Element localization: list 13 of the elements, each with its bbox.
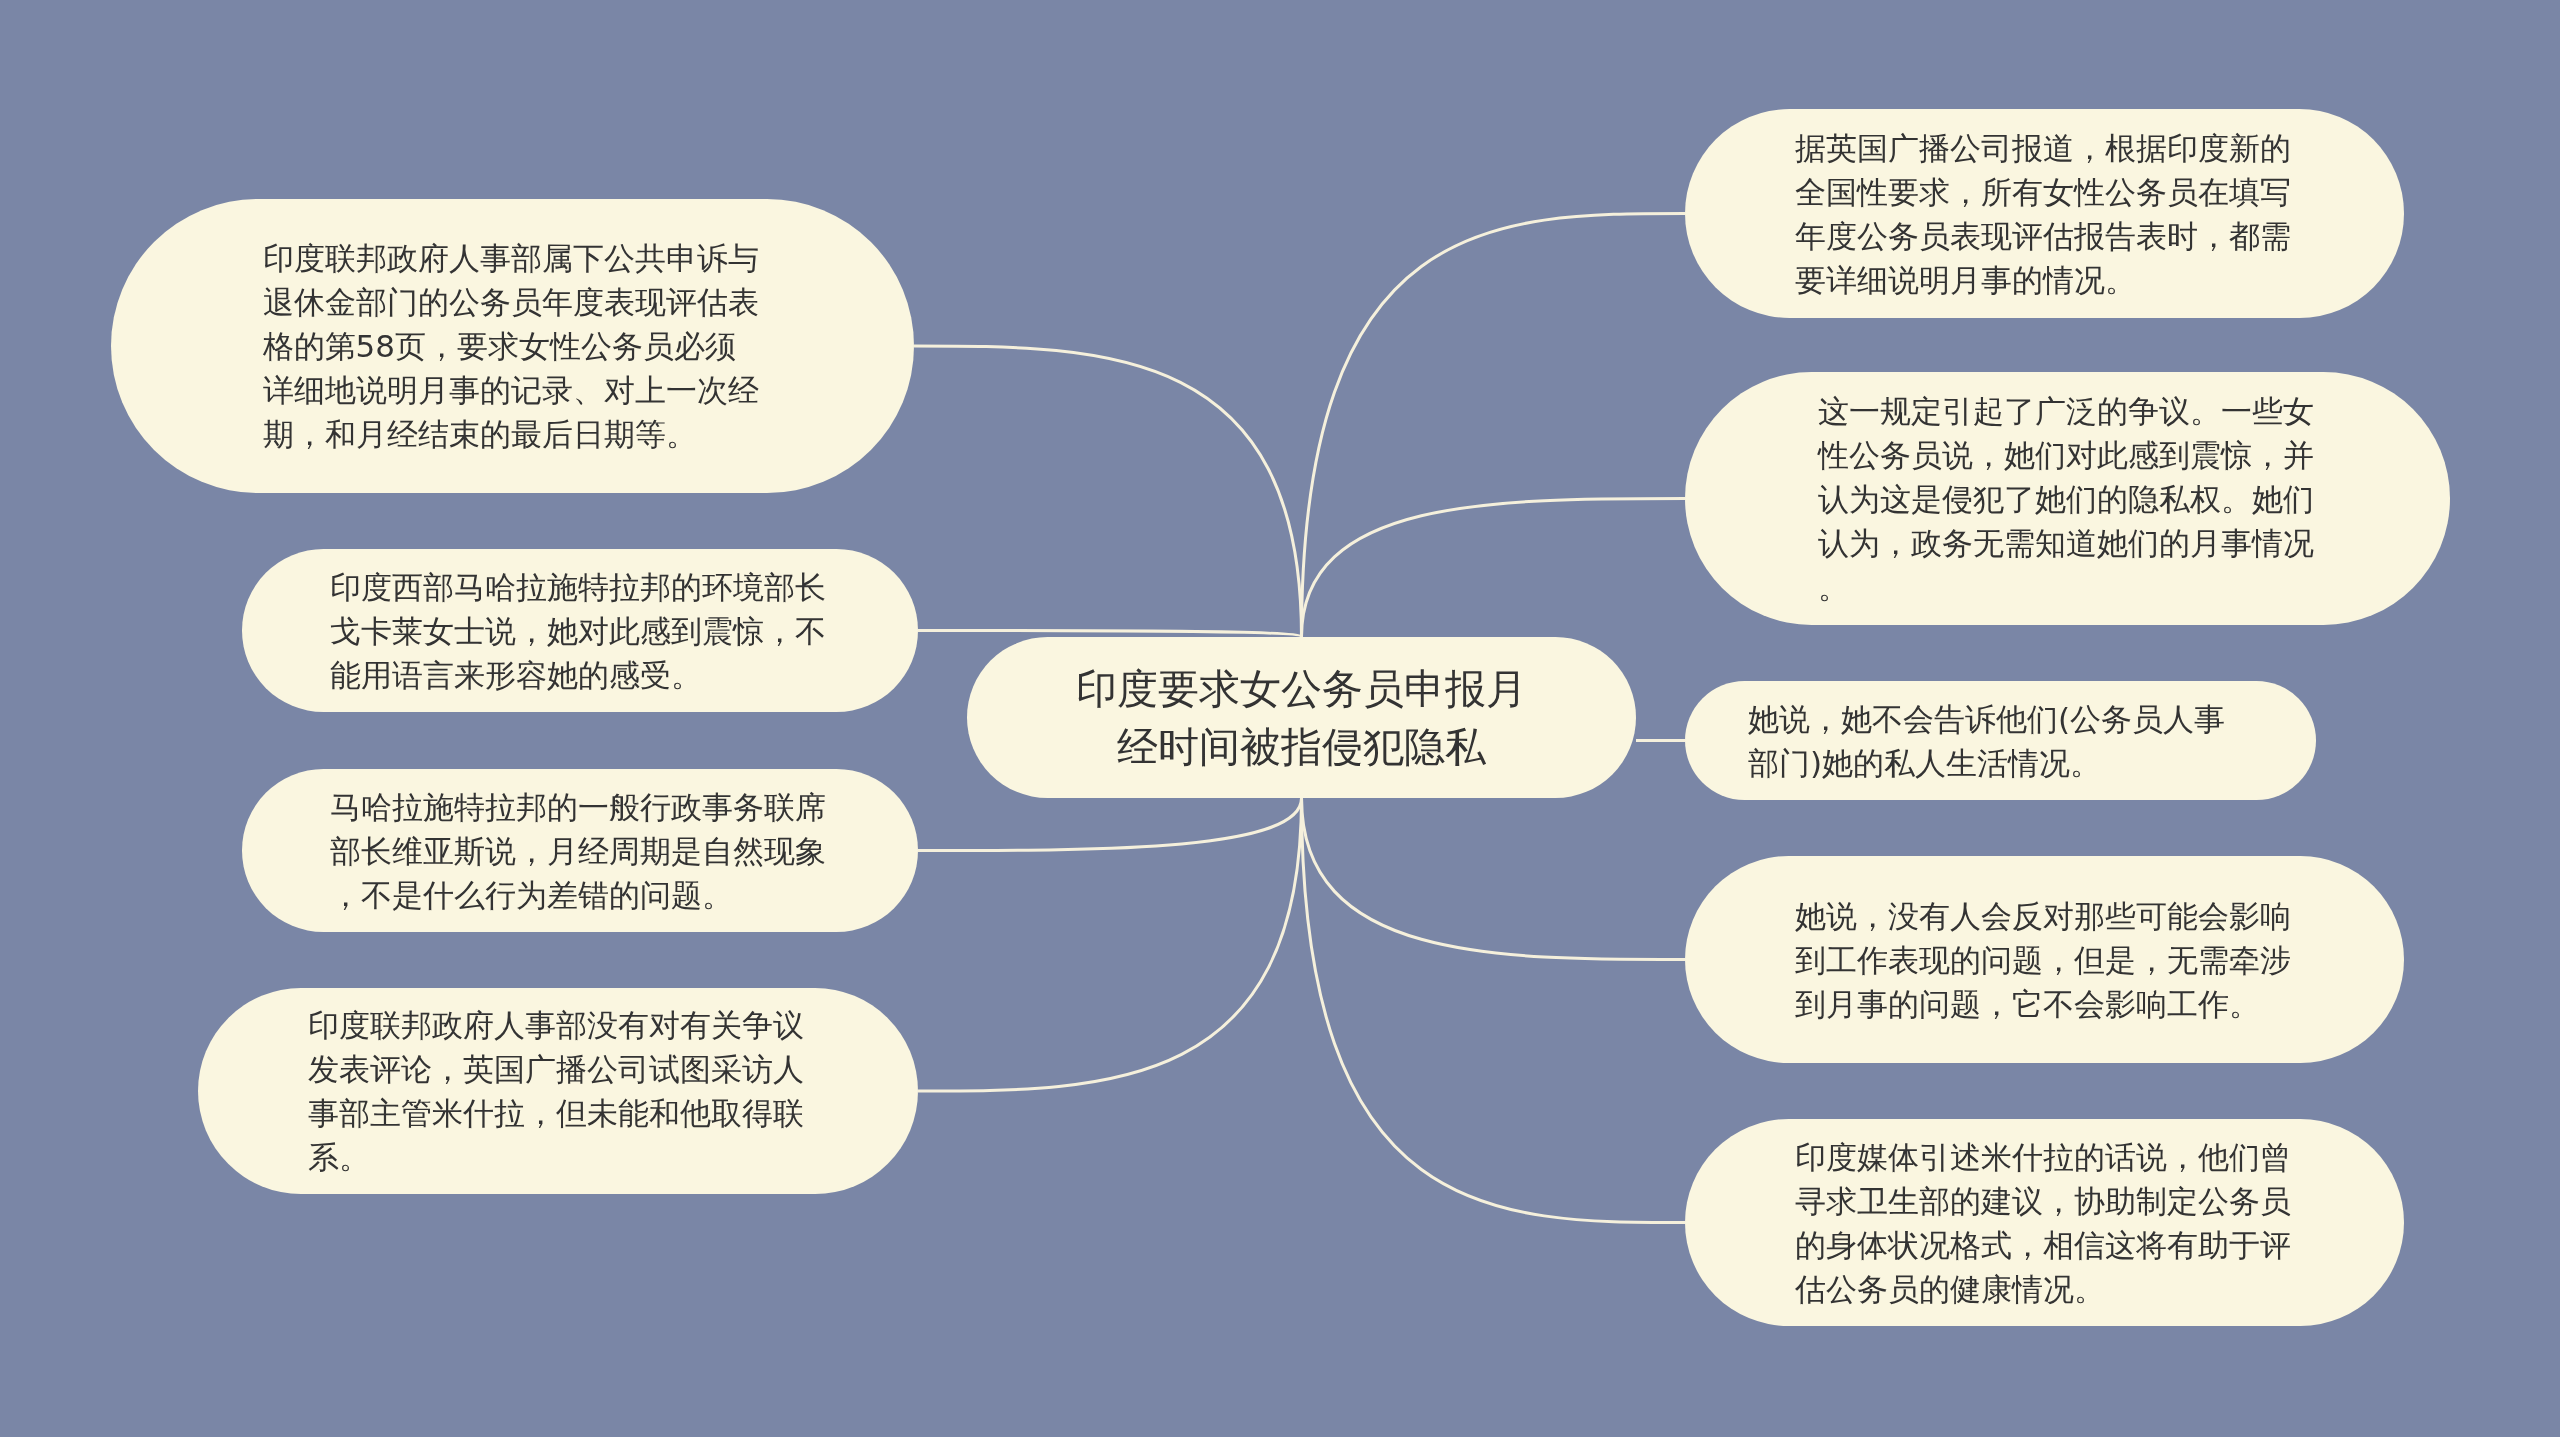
node-text: 她说，她不会告诉他们(公务员人事部门)她的私人生活情况。 xyxy=(1748,699,2227,783)
node-text: 马哈拉施特拉邦的一般行政事务联席部长维亚斯说，月经周期是自然现象，不是什么行为差错的问题。 xyxy=(330,787,827,915)
connector-line xyxy=(1636,739,1685,742)
node-text: 印度媒体引述米什拉的话说，他们曾寻求卫生部的建议，协助制定公务员的身体状况格式，相信这将有助于评估公务员的健康情况。 xyxy=(1794,1137,2292,1309)
connector-line xyxy=(1300,497,1685,638)
node-text: 印度要求女公务员申报月经时间被指侵犯隐私 xyxy=(1075,663,1528,773)
node-text: 这一规定引起了广泛的争议。一些女性公务员说，她们对此感到震惊，并认为这是侵犯了她们的隐私权。她们认为，政务无需知道她们的月事情况。 xyxy=(1817,391,2315,607)
connector-line xyxy=(918,629,1303,639)
node-text: 印度联邦政府人事部属下公共申诉与退休金部门的公务员年度表现评估表格的第58页，要求女性公务员必须详细地说明月事的记录、对上一次经期，和月经结束的最后日期等。 xyxy=(262,239,760,454)
node-text: 印度西部马哈拉施特拉邦的环境部长戈卡莱女士说，她对此感到震惊，不能用语言来形容她的感受。 xyxy=(330,567,827,695)
node-text: 据英国广播公司报道，根据印度新的全国性要求，所有女性公务员在填写年度公务员表现评估报告表时，都需要详细说明月事的情况。 xyxy=(1794,128,2292,300)
node-text: 她说，没有人会反对那些可能会影响到工作表现的问题，但是，无需牵涉到月事的问题，它不会影响工作。 xyxy=(1794,896,2292,1024)
node-text: 印度联邦政府人事部没有对有关争议发表评论，英国广播公司试图采访人事部主管米什拉，但未能和他取得联系。 xyxy=(308,1006,805,1177)
